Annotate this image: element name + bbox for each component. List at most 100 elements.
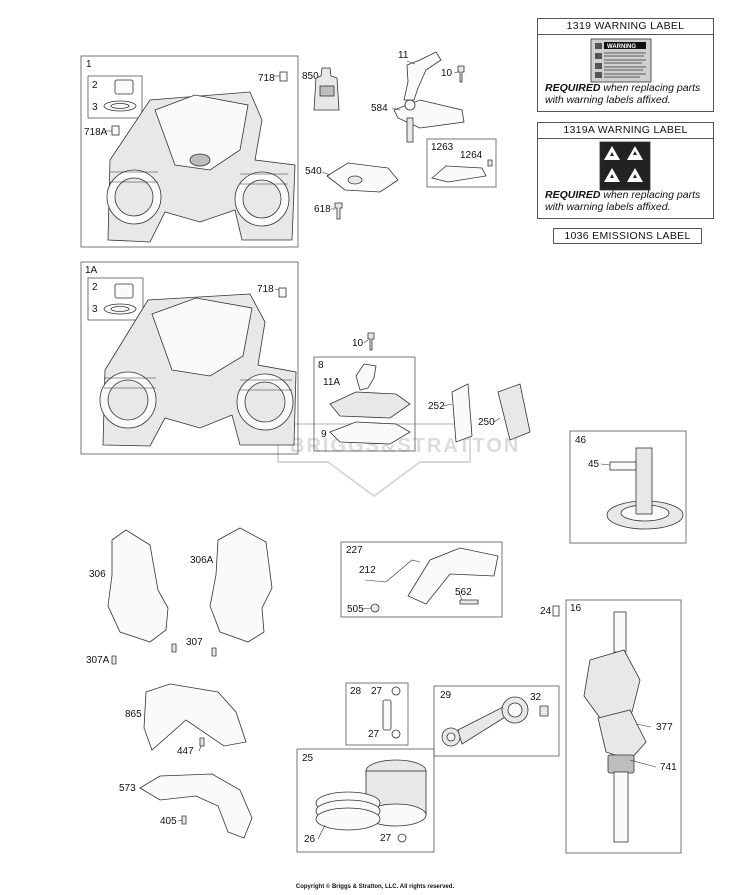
part-label-27c[interactable]: 27 [380, 833, 392, 844]
part-label-865[interactable]: 865 [125, 709, 142, 720]
part-label-1263[interactable]: 1263 [431, 142, 454, 153]
warning-label-title: 1319 WARNING LABEL [538, 19, 713, 35]
shroud-icon [209, 527, 273, 643]
warning-note: when replacing parts with warning labels… [545, 189, 701, 213]
cylinder-block-icon [99, 293, 297, 447]
part-label-2[interactable]: 2 [92, 80, 98, 91]
part-label-28[interactable]: 28 [350, 686, 362, 697]
dowel-icon [278, 287, 287, 298]
bushing-icon [114, 283, 134, 299]
bolt-icon [539, 705, 549, 717]
warning-pictogram-sticker-icon [599, 141, 651, 191]
screw-icon [211, 647, 217, 657]
group-box-1263 [426, 138, 497, 188]
part-label-24[interactable]: 24 [540, 606, 552, 617]
part-label-306[interactable]: 306 [89, 569, 106, 580]
part-label-11a[interactable]: 11A [323, 377, 340, 388]
part-label-11[interactable]: 11 [398, 50, 409, 61]
bushing-icon [114, 79, 134, 95]
part-label-3[interactable]: 3 [92, 102, 98, 113]
group-box-2 [87, 75, 143, 119]
nut-icon [370, 603, 380, 613]
warning-sticker-icon: WARNING [590, 38, 652, 83]
group-box-16 [565, 599, 682, 854]
bracket-icon [393, 99, 465, 143]
breather-gasket-icon [329, 421, 411, 445]
part-label-377[interactable]: 377 [656, 722, 673, 733]
part-label-405[interactable]: 405 [160, 816, 177, 827]
part-label-25[interactable]: 25 [302, 753, 314, 764]
part-label-212[interactable]: 212 [359, 565, 376, 576]
crankshaft-icon [583, 611, 647, 843]
part-label-540[interactable]: 540 [305, 166, 322, 177]
part-label-2b[interactable]: 2 [92, 282, 98, 293]
bolt-icon [367, 332, 375, 351]
part-label-32[interactable]: 32 [530, 692, 542, 703]
group-box-25 [296, 748, 435, 853]
part-label-307a[interactable]: 307A [86, 655, 110, 666]
part-label-718[interactable]: 718 [258, 73, 275, 84]
part-label-10b[interactable]: 10 [352, 338, 364, 349]
part-label-447[interactable]: 447 [177, 746, 194, 757]
part-label-584[interactable]: 584 [371, 103, 388, 114]
part-label-3b[interactable]: 3 [92, 304, 98, 315]
group-box-28 [345, 682, 409, 746]
part-label-227[interactable]: 227 [346, 545, 363, 556]
dowel-icon [111, 125, 120, 136]
part-label-850[interactable]: 850 [302, 71, 319, 82]
retaining-ring-icon [391, 686, 401, 696]
part-label-8[interactable]: 8 [318, 360, 324, 371]
screw-icon [171, 643, 177, 653]
leader-lines [105, 60, 657, 840]
part-label-718b[interactable]: 718 [257, 284, 274, 295]
part-label-741[interactable]: 741 [660, 762, 677, 773]
camshaft-icon [606, 447, 684, 530]
required-text: REQUIRED [545, 189, 601, 201]
part-label-27[interactable]: 27 [371, 686, 383, 697]
part-label-505[interactable]: 505 [347, 604, 364, 615]
retaining-ring-icon [397, 833, 407, 843]
retaining-ring-icon [391, 729, 401, 739]
link-rod-icon [385, 559, 421, 583]
emissions-label-1036: 1036 EMISSIONS LABEL [553, 228, 702, 244]
warning-label-title: 1319A WARNING LABEL [538, 123, 713, 139]
screw-icon [199, 737, 205, 747]
dowel-icon [552, 605, 560, 617]
breather-cover-icon [329, 391, 411, 419]
part-label-573[interactable]: 573 [119, 783, 136, 794]
part-label-26[interactable]: 26 [304, 834, 316, 845]
part-label-252[interactable]: 252 [428, 401, 445, 412]
connecting-rod-icon [441, 696, 529, 747]
part-label-307[interactable]: 307 [186, 637, 203, 648]
part-label-618[interactable]: 618 [314, 204, 331, 215]
shroud-icon [107, 529, 169, 643]
part-label-1[interactable]: 1 [86, 59, 92, 70]
gasket-icon [326, 162, 399, 193]
air-filter-icon [497, 383, 531, 441]
cylinder-block-icon [106, 91, 296, 243]
part-label-1a[interactable]: 1A [85, 265, 98, 276]
part-label-9[interactable]: 9 [321, 429, 327, 440]
screw-icon [487, 159, 493, 167]
shield-plate-icon [139, 773, 253, 839]
part-label-250[interactable]: 250 [478, 417, 495, 428]
part-label-306a[interactable]: 306A [190, 555, 214, 566]
part-label-1264[interactable]: 1264 [460, 150, 483, 161]
piston-ring-set-icon [315, 791, 381, 831]
copyright-text: Copyright © Briggs & Stratton, LLC. All … [295, 884, 455, 890]
part-label-16[interactable]: 16 [570, 603, 582, 614]
part-label-718a[interactable]: 718A [84, 127, 108, 138]
part-label-10[interactable]: 10 [441, 68, 453, 79]
part-label-29[interactable]: 29 [440, 690, 452, 701]
group-box-1 [80, 55, 299, 248]
part-label-45[interactable]: 45 [588, 459, 600, 470]
part-label-562[interactable]: 562 [455, 587, 472, 598]
group-box-1a [80, 261, 299, 455]
group-box-227 [340, 541, 503, 618]
group-box-8 [313, 356, 416, 452]
part-label-27b[interactable]: 27 [368, 729, 380, 740]
dipstick-tube-icon [403, 51, 442, 101]
group-box-46 [569, 430, 687, 544]
part-label-46[interactable]: 46 [575, 435, 587, 446]
warning-label-1319: 1319 WARNING LABEL WARNING REQUIRED when… [537, 18, 714, 112]
